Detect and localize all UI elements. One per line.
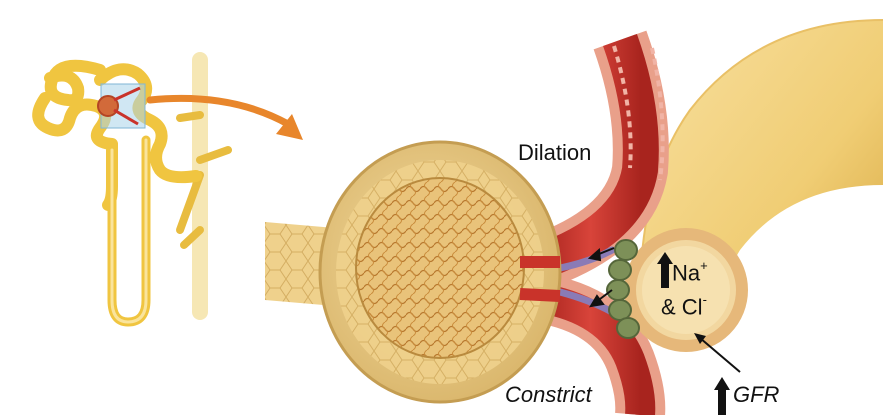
label-sodium: Na+ [672,258,708,286]
macula-densa-cells [606,239,640,339]
increase-arrow-gfr [714,377,730,415]
label-constrict: Constrict [505,382,592,407]
zoom-arrow [146,94,303,140]
label-na-text: Na [672,260,701,286]
tubule-cross-section [606,228,748,352]
label-na-charge: + [700,258,708,273]
signal-arrows [587,247,615,308]
label-gfr: GFR [733,382,780,407]
label-chloride: & Cl- [661,292,707,320]
label-cl-text: & Cl [661,294,703,320]
glomerulus-large [355,177,525,359]
efferent-arteriole [535,273,666,415]
increase-arrow-na [657,252,673,288]
glomerulus-small [97,95,119,117]
gfr-pointer-arrow [694,333,741,373]
afferent-arteriole [530,30,669,289]
label-cl-charge: - [702,292,707,307]
label-dilation: Dilation [518,140,592,165]
bowmans-capsule [265,140,562,404]
